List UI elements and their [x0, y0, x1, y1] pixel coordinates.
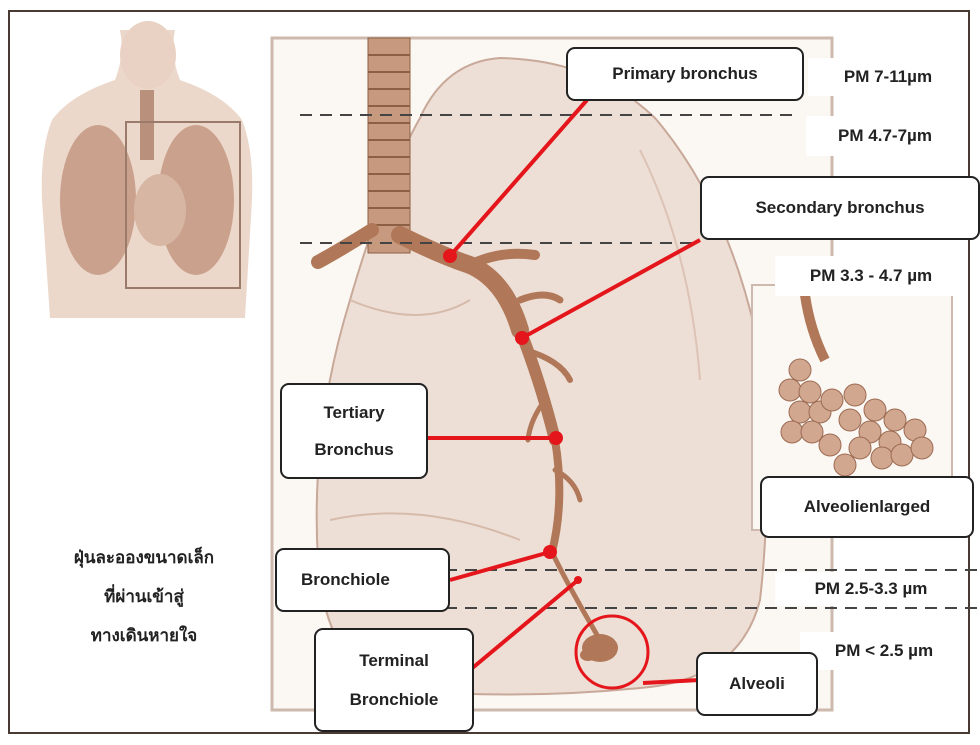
pm-level-under-2-5: PM < 2.5 µm [800, 632, 968, 670]
primary-bronchus-label: Primary bronchus [566, 47, 804, 101]
alveoli-enlarged-label: Alveolienlarged [760, 476, 974, 538]
tertiary-bronchus-label: Tertiary Bronchus [280, 383, 428, 479]
caption-line-3: ทางเดินหายใจ [28, 616, 260, 655]
pm-level-3-3-4-7: PM 3.3 - 4.7 µm [775, 256, 967, 296]
caption-text: ฝุ่นละอองขนาดเล็ก ที่ผ่านเข้าสู่ ทางเดิน… [28, 538, 260, 655]
pm-level-4-7-7: PM 4.7-7µm [806, 116, 964, 156]
bronchiole-label: Bronchiole [275, 548, 450, 612]
torso-thumbnail [42, 21, 253, 318]
tertiary-bronchus-line2: Bronchus [314, 436, 393, 463]
caption-line-2: ที่ผ่านเข้าสู่ [28, 577, 260, 616]
pm-level-2-5-3-3: PM 2.5-3.3 µm [775, 572, 967, 606]
tertiary-bronchus-line1: Tertiary [323, 399, 384, 426]
alveoli-label: Alveoli [696, 652, 818, 716]
terminal-bronchiole-label: Terminal Bronchiole [314, 628, 474, 732]
caption-line-1: ฝุ่นละอองขนาดเล็ก [28, 538, 260, 577]
terminal-bronchiole-line1: Terminal [359, 647, 429, 674]
pm-level-7-11: PM 7-11µm [808, 58, 968, 96]
secondary-bronchus-label: Secondary bronchus [700, 176, 980, 240]
terminal-bronchiole-line2: Bronchiole [350, 686, 439, 713]
